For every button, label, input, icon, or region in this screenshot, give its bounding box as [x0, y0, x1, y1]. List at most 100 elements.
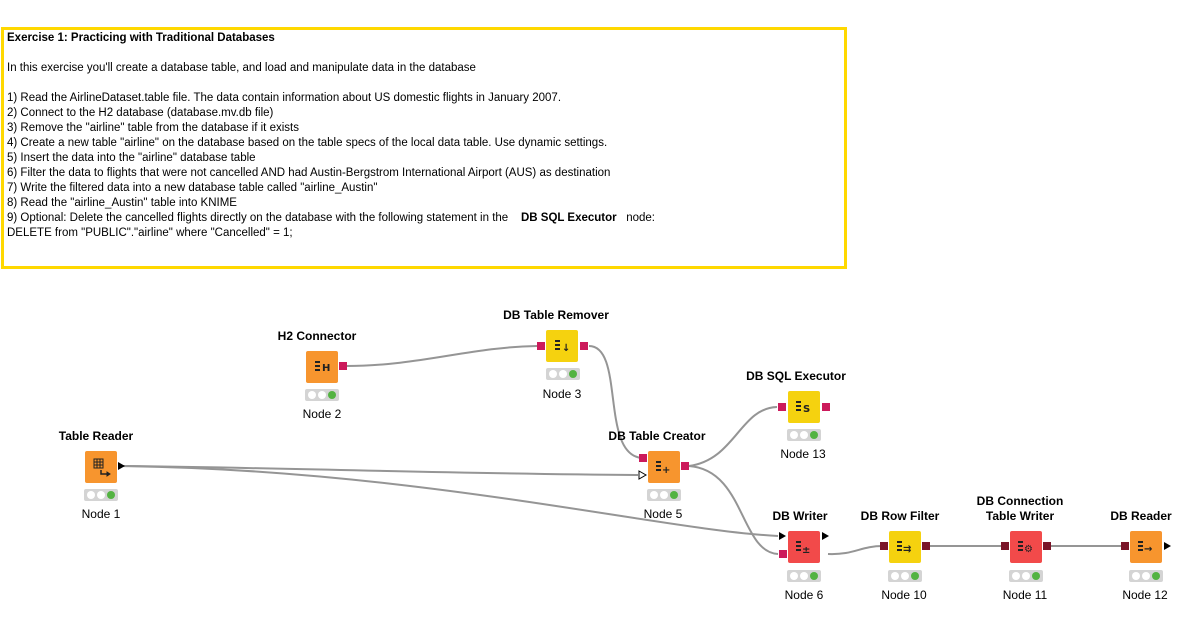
node-status-traffic-light	[1009, 570, 1043, 582]
annotation-step: 1) Read the AirlineDataset.table file. T…	[7, 92, 562, 104]
data-output-port[interactable]	[1164, 542, 1171, 550]
db-connection-input-port[interactable]	[537, 342, 545, 350]
data-output-port[interactable]	[118, 462, 125, 470]
node-title: DB Writer	[772, 509, 827, 523]
node-label[interactable]: Node 10	[881, 588, 927, 602]
node-label[interactable]: Node 3	[543, 387, 582, 401]
node-title-line-1: DB Connection	[977, 494, 1064, 508]
connection-reader-to-writer[interactable]	[121, 465, 779, 537]
node-title: DB SQL Executor	[746, 369, 846, 383]
annotation-intro: In this exercise you'll create a databas…	[7, 62, 476, 74]
annotation-step: 7) Write the filtered data into a new da…	[7, 182, 378, 194]
svg-text:↓: ↓	[562, 343, 570, 354]
node-label[interactable]: Node 12	[1122, 588, 1168, 602]
node-table-reader[interactable]: Table Reader Node 1	[59, 429, 134, 521]
db-connection-input-port[interactable]	[779, 550, 787, 558]
annotation-step: 4) Create a new table "airline" on the d…	[7, 137, 608, 149]
node-body[interactable]	[85, 451, 117, 483]
node-db-table-creator[interactable]: DB Table Creator + Node 5	[608, 429, 705, 521]
node-db-sql-executor[interactable]: DB SQL Executor S Node 13	[746, 369, 846, 461]
node-status-traffic-light	[888, 570, 922, 582]
svg-text:⇉: ⇉	[903, 544, 911, 555]
node-h2-connector[interactable]: H2 Connector H Node 2	[278, 329, 357, 421]
svg-text:H: H	[322, 363, 330, 374]
node-title-line-2: Table Writer	[986, 509, 1055, 523]
connection-h2-to-remover[interactable]	[345, 345, 538, 367]
connection-creator-to-executor[interactable]	[688, 406, 778, 467]
step9-prefix: 9) Optional: Delete the cancelled flight…	[7, 212, 509, 224]
db-data-output-port[interactable]	[1043, 542, 1051, 550]
node-title: DB Reader	[1110, 509, 1172, 523]
svg-text:±: ±	[802, 545, 810, 556]
annotation-steps: 1) Read the AirlineDataset.table file. T…	[7, 91, 655, 241]
node-status-traffic-light	[1129, 570, 1163, 582]
annotation-sql-statement: DELETE from "PUBLIC"."airline" where "Ca…	[7, 227, 293, 239]
node-title: DB Row Filter	[861, 509, 940, 523]
db-data-input-port[interactable]	[1121, 542, 1129, 550]
annotation-step-9: 9) Optional: Delete the cancelled flight…	[7, 211, 655, 226]
db-table-creator-icon: +	[656, 461, 670, 476]
node-db-connection-table-writer[interactable]: DB Connection Table Writer ⚙ Node 11	[977, 494, 1064, 602]
data-input-port[interactable]	[638, 470, 648, 480]
data-output-port[interactable]	[822, 532, 829, 540]
node-label[interactable]: Node 11	[1003, 588, 1048, 602]
db-connection-output-port[interactable]	[822, 403, 830, 411]
db-connection-output-port[interactable]	[339, 362, 347, 370]
data-input-port[interactable]	[779, 532, 786, 540]
node-status-traffic-light	[305, 389, 339, 401]
node-title: DB Table Creator	[608, 429, 705, 443]
node-label[interactable]: Node 6	[785, 588, 824, 602]
node-body[interactable]	[1130, 531, 1162, 563]
svg-text:+: +	[662, 465, 670, 476]
node-body[interactable]	[648, 451, 680, 483]
workflow-annotation[interactable]: Exercise 1: Practicing with Traditional …	[1, 27, 847, 269]
db-writer-icon: ±	[796, 541, 810, 556]
db-row-filter-icon: ⇉	[897, 541, 911, 555]
connection-remover-to-creator[interactable]	[588, 345, 643, 459]
h2-connector-icon: H	[315, 361, 330, 374]
connection-writer-to-rowfilter[interactable]	[827, 545, 884, 556]
db-connection-output-port[interactable]	[580, 342, 588, 350]
connection-reader-to-creator[interactable]	[121, 465, 639, 476]
db-connection-input-port[interactable]	[639, 454, 647, 462]
node-body[interactable]	[788, 391, 820, 423]
node-label[interactable]: Node 5	[644, 507, 683, 521]
node-status-traffic-light	[787, 570, 821, 582]
connection-creator-to-writer[interactable]	[688, 465, 779, 555]
node-title: H2 Connector	[278, 329, 357, 343]
annotation-title: Exercise 1: Practicing with Traditional …	[7, 32, 275, 44]
db-connection-output-port[interactable]	[681, 462, 689, 470]
connections	[121, 345, 1121, 556]
svg-text:S: S	[803, 404, 810, 415]
node-title: Table Reader	[59, 429, 134, 443]
node-db-writer[interactable]: DB Writer ± Node 6	[772, 509, 829, 602]
annotation-step: 5) Insert the data into the "airline" da…	[7, 152, 256, 164]
node-body[interactable]	[306, 351, 338, 383]
node-status-traffic-light	[787, 429, 821, 441]
annotation-step: 6) Filter the data to flights that were …	[7, 167, 611, 179]
node-label[interactable]: Node 2	[303, 407, 342, 421]
node-title: DB Table Remover	[503, 308, 609, 322]
step9-suffix: node:	[626, 212, 655, 224]
annotation-step: 8) Read the "airline_Austin" table into …	[7, 197, 237, 209]
node-status-traffic-light	[84, 489, 118, 501]
db-data-input-port[interactable]	[880, 542, 888, 550]
node-body[interactable]	[889, 531, 921, 563]
node-status-traffic-light	[647, 489, 681, 501]
node-label[interactable]: Node 1	[82, 507, 121, 521]
db-data-input-port[interactable]	[1001, 542, 1009, 550]
svg-text:→: →	[1144, 544, 1152, 555]
db-data-output-port[interactable]	[922, 542, 930, 550]
db-connection-input-port[interactable]	[778, 403, 786, 411]
step9-bold: DB SQL Executor	[520, 212, 617, 224]
db-connection-table-writer-icon: ⚙	[1018, 541, 1033, 555]
node-body[interactable]	[546, 330, 578, 362]
node-label[interactable]: Node 13	[780, 447, 826, 461]
annotation-step: 3) Remove the "airline" table from the d…	[7, 122, 299, 134]
node-db-row-filter[interactable]: DB Row Filter ⇉ Node 10	[861, 509, 940, 602]
node-db-reader[interactable]: DB Reader → Node 12	[1110, 509, 1172, 602]
node-body[interactable]	[1010, 531, 1042, 563]
node-db-table-remover[interactable]: DB Table Remover ↓ Node 3	[503, 308, 609, 401]
node-body[interactable]	[788, 531, 820, 563]
